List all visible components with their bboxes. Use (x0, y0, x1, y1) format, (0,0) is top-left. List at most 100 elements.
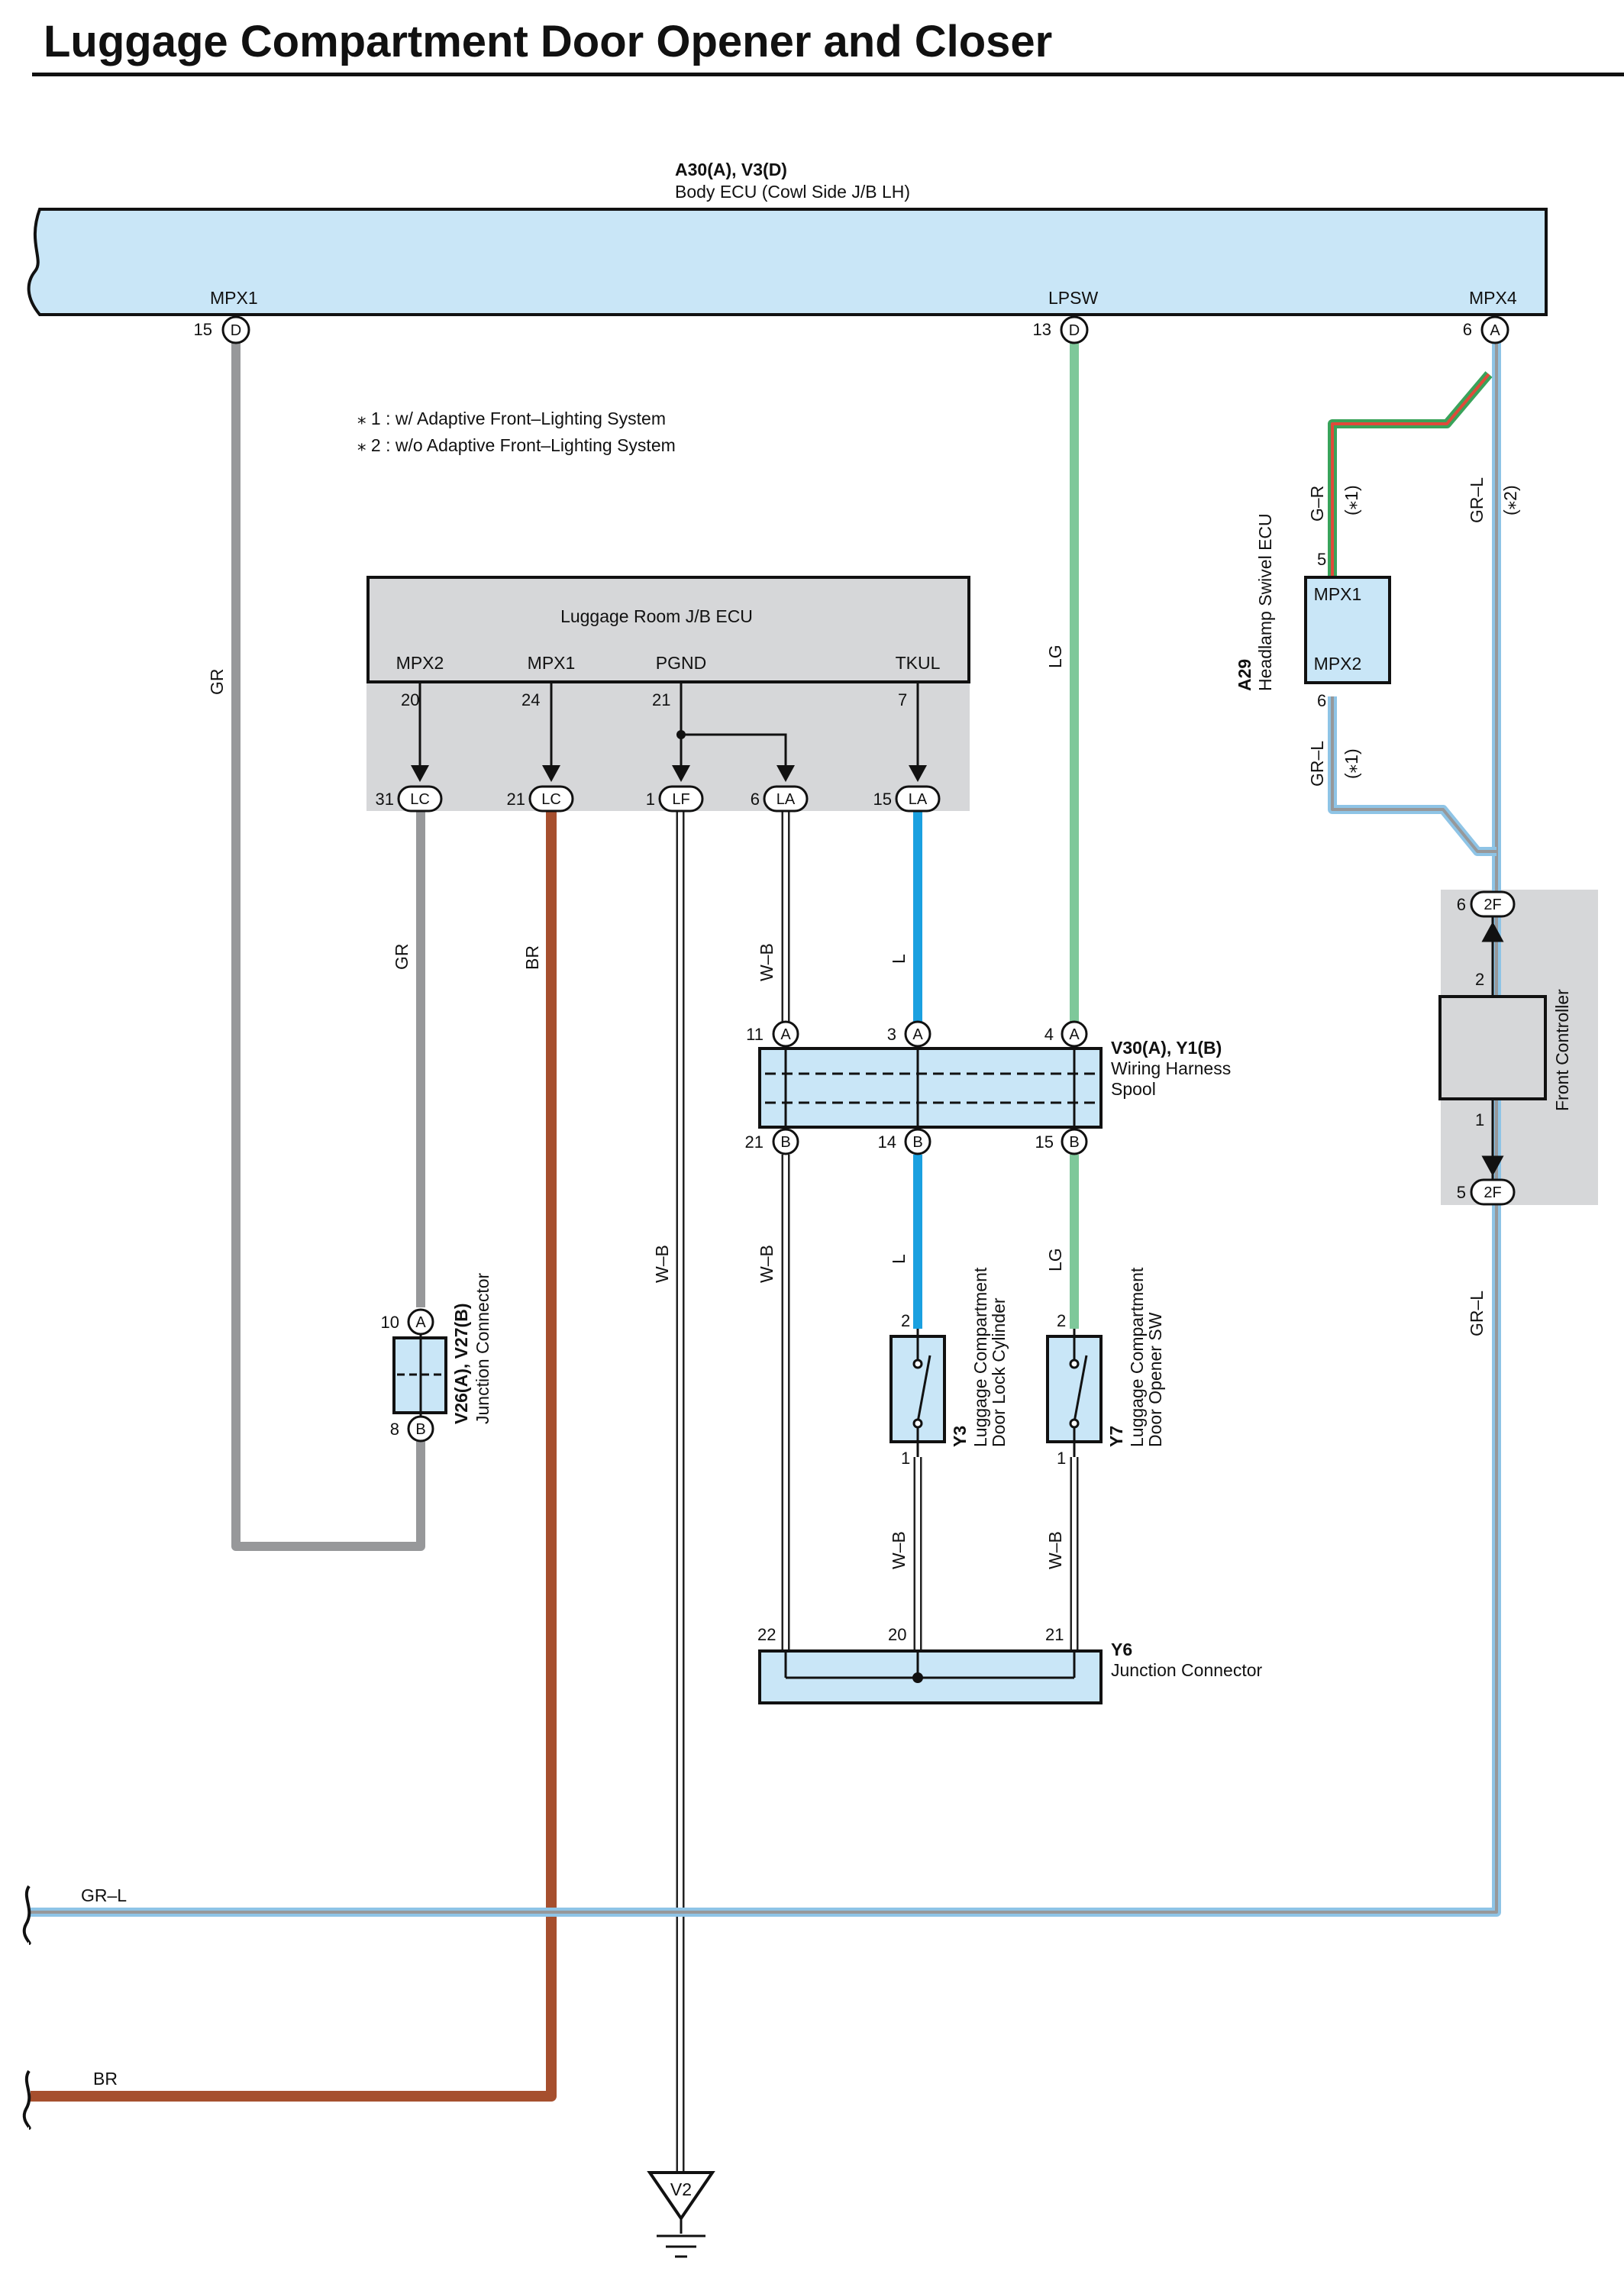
svg-text:A: A (780, 1026, 791, 1043)
wire-label-star2: (⁎2) (1500, 485, 1520, 515)
y6-pin-21: 21 (1045, 1625, 1064, 1644)
continuation-marks (22, 1885, 31, 2130)
svg-text:3: 3 (887, 1025, 896, 1044)
wire-g-r-group (1328, 371, 1493, 577)
wire-label-wb-y7: W–B (1045, 1531, 1065, 1569)
y3-label: Y3 Luggage Compartment Door Lock Cylinde… (950, 1267, 1009, 1447)
wire-label-l-upper: L (889, 954, 909, 964)
svg-text:LF: LF (672, 791, 689, 808)
wire-label-wb-ground: W–B (652, 1245, 672, 1283)
fc-conn-6-2f: 2F 6 (1457, 890, 1516, 918)
y7-switch-symbol (1069, 1329, 1088, 1457)
svg-text:13: 13 (1033, 320, 1051, 339)
y6-id: Y6 (1111, 1640, 1132, 1659)
svg-text:6: 6 (1457, 895, 1466, 914)
wire-label-wb-upper: W–B (757, 943, 776, 981)
note-2: ⁎ 2 : w/o Adaptive Front–Lighting System (357, 435, 676, 455)
y7-pin-2: 2 (1057, 1311, 1066, 1330)
jb-pgnd-junction (676, 730, 686, 739)
svg-text:21: 21 (507, 790, 525, 809)
svg-text:15: 15 (194, 320, 212, 339)
spool-top-connectors: A 11 A 3 A 4 (746, 1020, 1088, 1048)
svg-text:A: A (1490, 322, 1500, 339)
y6-name: Junction Connector (1111, 1660, 1263, 1680)
page-title: Luggage Compartment Door Opener and Clos… (44, 17, 1052, 66)
svg-text:6: 6 (1463, 320, 1472, 339)
svg-text:A: A (912, 1026, 923, 1043)
a29-term-mpx1: MPX1 (1314, 584, 1362, 604)
svg-text:21: 21 (745, 1132, 764, 1152)
svg-text:B: B (780, 1134, 790, 1151)
jb-term-mpx2: MPX2 (396, 653, 444, 673)
a29-pin-5: 5 (1317, 550, 1326, 569)
y6-pin-22: 22 (757, 1625, 776, 1644)
svg-text:B: B (415, 1421, 425, 1438)
fc-pin-1: 1 (1475, 1110, 1484, 1129)
wire-label-l-lower: L (889, 1254, 909, 1264)
y6-pin-20: 20 (888, 1625, 906, 1644)
svg-text:Y7: Y7 (1106, 1426, 1126, 1447)
svg-text:B: B (912, 1134, 922, 1151)
svg-text:B: B (1069, 1134, 1079, 1151)
jb-pin-20: 20 (401, 690, 419, 709)
svg-text:V26(A), V27(B): V26(A), V27(B) (451, 1304, 471, 1424)
svg-text:15: 15 (1035, 1132, 1054, 1152)
svg-text:Headlamp Swivel ECU: Headlamp Swivel ECU (1255, 513, 1275, 691)
ground-v2: V2 (647, 2171, 715, 2258)
spool-id: V30(A), Y1(B) (1111, 1038, 1222, 1058)
spool-box (758, 1047, 1103, 1129)
luggage-jb-box (366, 576, 970, 683)
a29-label: A29 Headlamp Swivel ECU (1235, 513, 1275, 691)
jb-conn-21lc: LC 21 (507, 785, 574, 813)
svg-text:LA: LA (776, 791, 796, 808)
svg-text:A: A (1069, 1026, 1080, 1043)
svg-text:8: 8 (390, 1420, 399, 1439)
svg-text:11: 11 (746, 1025, 764, 1044)
wire-label-gr-lc: GR (392, 944, 412, 971)
wire-label-wb-lower: W–B (757, 1245, 776, 1283)
v26-internal (397, 1321, 443, 1428)
spool-name-1: Wiring Harness (1111, 1058, 1231, 1078)
y3-pin-2: 2 (901, 1311, 910, 1330)
svg-text:A: A (415, 1314, 426, 1331)
svg-text:LC: LC (541, 791, 561, 808)
a29-box (1304, 576, 1391, 684)
note-1: ⁎ 1 : w/ Adaptive Front–Lighting System (357, 409, 666, 428)
wire-label-gr-l-bottom: GR–L (81, 1885, 127, 1905)
jb-internal-leads (418, 682, 919, 770)
title-rule (32, 73, 1624, 76)
y3-switch-symbol (912, 1329, 931, 1457)
body-ecu-terminal-mpx1: MPX1 (210, 288, 258, 308)
wire-br (31, 811, 557, 2102)
wire-label-star1-top: (⁎1) (1341, 485, 1361, 515)
jb-arrows (411, 765, 927, 782)
wire-label-g-r: G–R (1307, 486, 1327, 522)
wire-wb-group (676, 811, 1079, 2192)
body-ecu-terminal-lpsw: LPSW (1048, 288, 1098, 308)
fc-pin-2: 2 (1475, 970, 1484, 989)
body-ecu-name: Body ECU (Cowl Side J/B LH) (675, 182, 910, 202)
wire-label-lg-lower: LG (1045, 1248, 1065, 1271)
wire-gr-l-group (31, 330, 1501, 1917)
svg-text:V2: V2 (670, 2179, 692, 2199)
svg-text:LC: LC (410, 791, 430, 808)
wire-label-wb-y3: W–B (889, 1531, 909, 1569)
svg-text:D: D (231, 322, 241, 339)
wire-label-gr-l-lower: GR–L (1467, 1291, 1487, 1336)
y7-label: Y7 Luggage Compartment Door Opener SW (1106, 1267, 1165, 1447)
jb-pin-24: 24 (521, 690, 540, 709)
a29-pin-6: 6 (1317, 691, 1326, 710)
spool-internal-lines (765, 1035, 1096, 1142)
wire-label-br: BR (522, 945, 542, 970)
v26-connectors: A 10 B 8 (381, 1308, 434, 1443)
svg-text:Y3: Y3 (950, 1426, 970, 1447)
svg-text:Luggage Compartment: Luggage Compartment (970, 1267, 990, 1447)
svg-text:A29: A29 (1235, 659, 1254, 691)
svg-text:Luggage Compartment: Luggage Compartment (1127, 1267, 1147, 1447)
svg-text:6: 6 (751, 790, 760, 809)
svg-text:1: 1 (646, 790, 655, 809)
body-conn-13d: D 13 (1033, 315, 1089, 344)
wire-label-gr-main: GR (207, 669, 227, 696)
jb-conn-31lc: LC 31 (376, 785, 443, 813)
svg-text:LA: LA (909, 791, 928, 808)
